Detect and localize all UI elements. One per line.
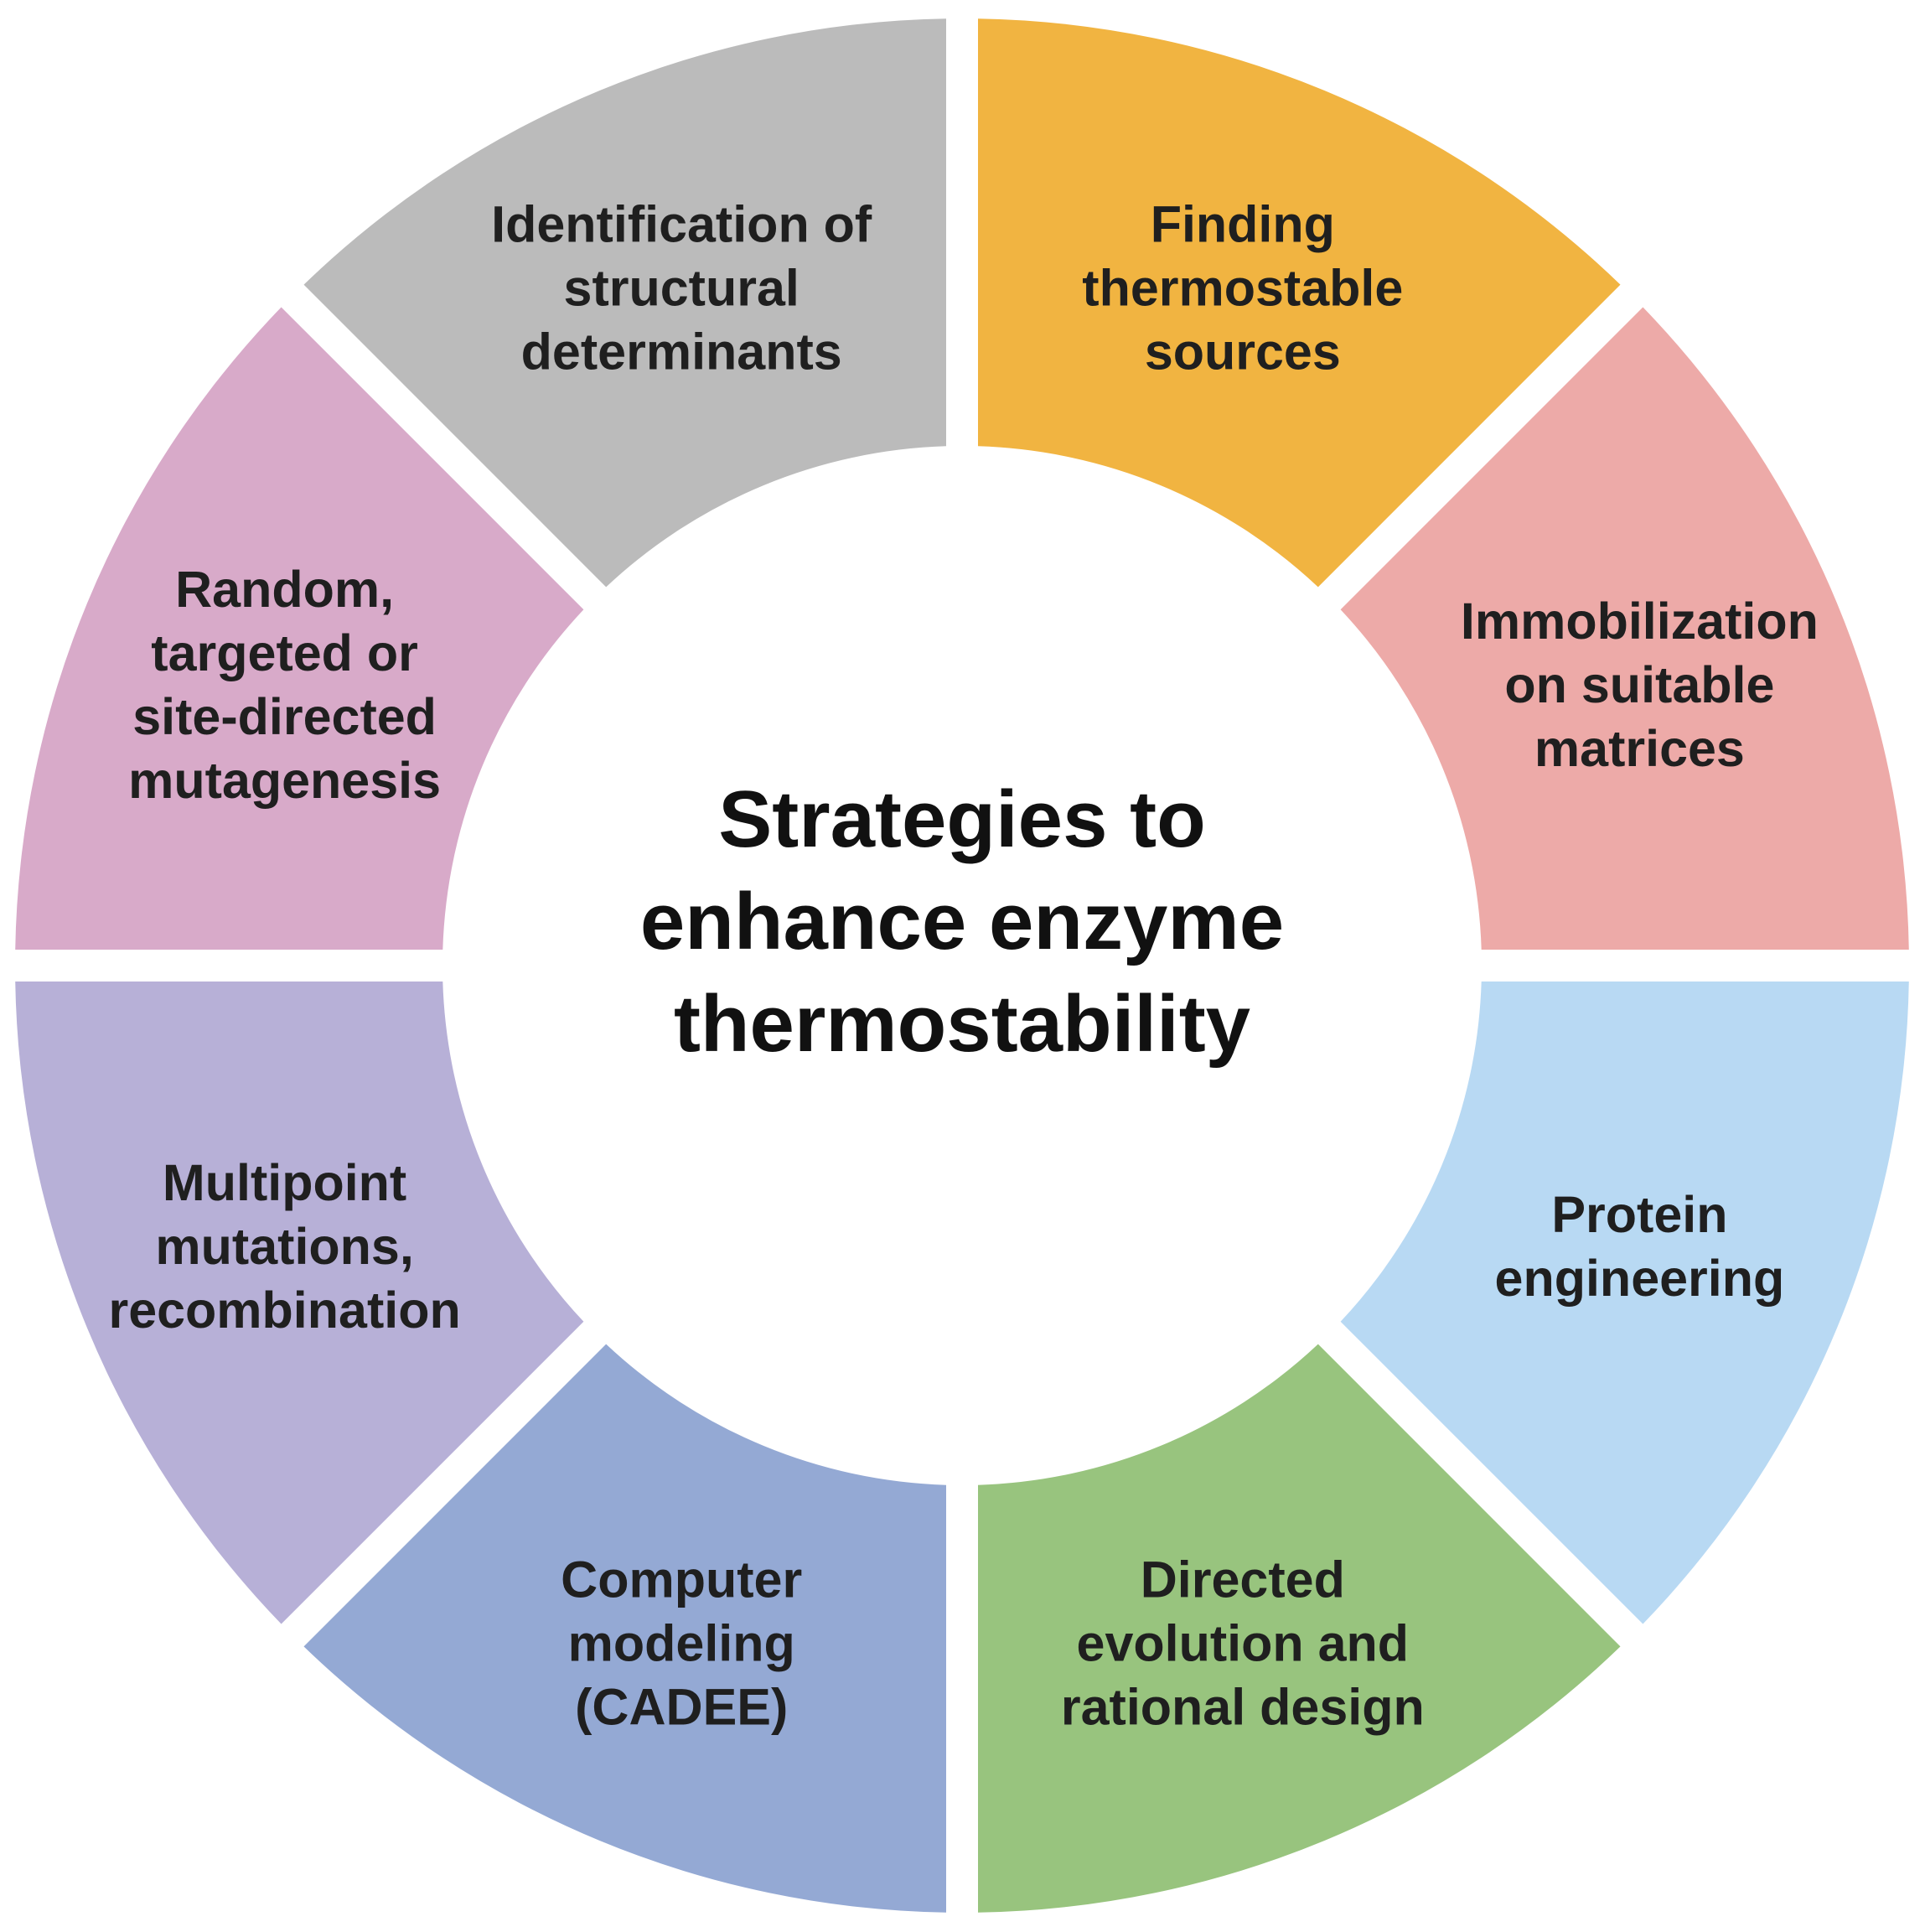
label-protein-engineering-line-2: engineering	[1495, 1250, 1785, 1307]
label-multipoint-mutations-line-2: mutations,	[155, 1218, 413, 1275]
label-random-mutagenesis-line-3: site-directed	[132, 688, 437, 745]
label-immobilization-line-3: matrices	[1534, 720, 1745, 777]
label-computer-modeling: Computer modeling (CADEE)	[561, 1551, 802, 1735]
label-structural-determinants-line-2: structural	[564, 260, 799, 317]
label-structural-determinants: Identification of structural determinants	[491, 196, 872, 381]
segment-immobilization	[1340, 307, 1909, 950]
label-finding-thermostable-sources-line-2: thermostable	[1082, 260, 1403, 317]
label-immobilization-line-2: on suitable	[1504, 656, 1774, 713]
label-multipoint-mutations-line-1: Multipoint	[163, 1154, 406, 1211]
label-directed-evolution-line-1: Directed	[1141, 1551, 1345, 1608]
label-immobilization-line-1: Immobilization	[1461, 593, 1819, 650]
segment-protein-engineering	[1340, 982, 1909, 1624]
label-random-mutagenesis-line-2: targeted or	[151, 624, 418, 681]
center-title: Strategies to enhance enzyme thermostabi…	[640, 774, 1284, 1069]
ring-segments	[15, 18, 1909, 1913]
label-directed-evolution: Directed evolution and rational design	[1061, 1551, 1425, 1735]
label-computer-modeling-line-2: modeling	[568, 1614, 795, 1671]
label-structural-determinants-line-1: Identification of	[491, 196, 872, 253]
label-immobilization: Immobilization on suitable matrices	[1461, 593, 1819, 777]
label-directed-evolution-line-2: evolution and	[1077, 1614, 1410, 1671]
label-structural-determinants-line-3: determinants	[521, 324, 842, 381]
center-title-line-1: Strategies to	[718, 774, 1205, 864]
label-multipoint-mutations-line-3: recombination	[108, 1282, 460, 1339]
segment-structural-determinants	[303, 18, 946, 588]
label-random-mutagenesis-line-1: Random,	[175, 561, 394, 618]
label-multipoint-mutations: Multipoint mutations, recombination	[108, 1154, 460, 1339]
segment-directed-evolution	[978, 1344, 1621, 1913]
label-finding-thermostable-sources-line-1: Finding	[1151, 196, 1335, 253]
label-finding-thermostable-sources: Finding thermostable sources	[1082, 196, 1403, 381]
label-protein-engineering-line-1: Protein	[1551, 1186, 1727, 1243]
segment-random-mutagenesis	[15, 307, 584, 950]
segment-multipoint-mutations	[15, 982, 584, 1624]
label-random-mutagenesis-line-4: mutagenesis	[128, 752, 441, 809]
label-directed-evolution-line-3: rational design	[1061, 1678, 1425, 1735]
label-finding-thermostable-sources-line-3: sources	[1145, 324, 1341, 381]
label-protein-engineering: Protein engineering	[1495, 1186, 1785, 1307]
segment-labels: Finding thermostable sourcesImmobilization…	[108, 196, 1818, 1736]
label-computer-modeling-line-1: Computer	[561, 1551, 802, 1608]
label-random-mutagenesis: Random, targeted or site-directed mutagenes…	[128, 561, 441, 809]
segment-finding-thermostable-sources	[978, 18, 1621, 588]
segment-computer-modeling	[303, 1344, 946, 1913]
center-title-line-3: thermostability	[674, 979, 1250, 1069]
center-title-line-2: enhance enzyme	[640, 877, 1284, 966]
label-computer-modeling-line-3: (CADEE)	[575, 1678, 788, 1735]
